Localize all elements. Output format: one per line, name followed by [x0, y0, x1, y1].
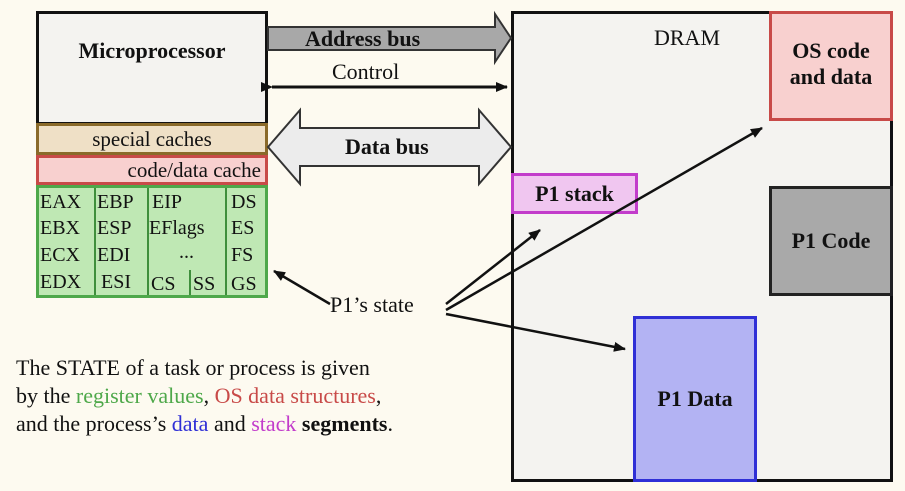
register-gs: GS — [231, 273, 257, 295]
control-bus-label: Control — [332, 59, 400, 84]
register-edx: EDX — [40, 271, 82, 293]
microprocessor-title: Microprocessor — [78, 38, 226, 63]
register-ellipsis: ... — [179, 241, 194, 263]
caption-and-the: and the process’s — [16, 411, 172, 436]
register-ecx: ECX — [40, 244, 80, 266]
register-es: ES — [231, 217, 255, 239]
register-divider — [147, 188, 149, 295]
register-edi: EDI — [97, 244, 131, 266]
caption-by-the: by the — [16, 383, 76, 408]
register-esi: ESI — [101, 271, 131, 293]
data-bus-arrow — [266, 107, 513, 187]
caption-segments: segments — [301, 411, 388, 436]
caption-line2: by the register values, OS data structur… — [16, 382, 393, 410]
code-data-cache: code/data cache — [36, 155, 268, 185]
register-file: EAX EBP EIP DS EBX ESP EFlags ES ECX EDI… — [36, 185, 268, 298]
register-eax: EAX — [40, 191, 82, 213]
register-eip: EIP — [152, 191, 182, 213]
address-bus-arrow — [267, 10, 513, 66]
state-pointer-to-data — [445, 312, 626, 352]
register-ds: DS — [231, 191, 257, 213]
caption-stack: stack — [251, 411, 297, 436]
special-caches: special caches — [36, 123, 268, 155]
register-divider — [189, 270, 191, 295]
os-label-line2: and data — [789, 64, 873, 89]
register-esp: ESP — [97, 217, 132, 239]
register-cs: CS — [151, 273, 176, 295]
address-bus-label: Address bus — [305, 26, 421, 51]
caption-os-structures: OS data structures — [214, 383, 376, 408]
register-divider — [94, 188, 96, 295]
register-ss: SS — [193, 273, 216, 295]
state-pointer-to-stack — [445, 229, 541, 305]
caption-line3: and the process’s data and stack segment… — [16, 410, 393, 438]
caption-data: data — [171, 411, 209, 436]
os-code-data-block: OS code and data — [769, 11, 893, 121]
microprocessor-box: Microprocessor — [36, 11, 268, 125]
register-divider — [225, 188, 227, 295]
register-ebp: EBP — [97, 191, 134, 213]
p1-state-label: P1’s state — [330, 292, 414, 317]
p1-data-block: P1 Data — [633, 316, 757, 482]
p1-stack-block: P1 stack — [511, 173, 638, 214]
os-label-line1: OS code — [792, 38, 870, 63]
state-pointer-to-os — [445, 126, 763, 312]
dram-label: DRAM — [654, 25, 721, 50]
caption-period: . — [387, 411, 393, 436]
caption-register-values: register values — [75, 383, 204, 408]
caption-comma: , — [203, 383, 215, 408]
p1-code-block: P1 Code — [769, 186, 893, 296]
register-eflags: EFlags — [149, 217, 205, 239]
data-bus-label: Data bus — [345, 134, 429, 159]
register-ebx: EBX — [40, 217, 80, 239]
caption-comma: , — [375, 383, 382, 408]
caption-and: and — [208, 411, 252, 436]
register-fs: FS — [231, 244, 254, 266]
state-pointer-to-registers — [273, 269, 331, 306]
caption: The STATE of a task or process is given … — [16, 354, 393, 438]
caption-line1: The STATE of a task or process is given — [16, 355, 370, 380]
